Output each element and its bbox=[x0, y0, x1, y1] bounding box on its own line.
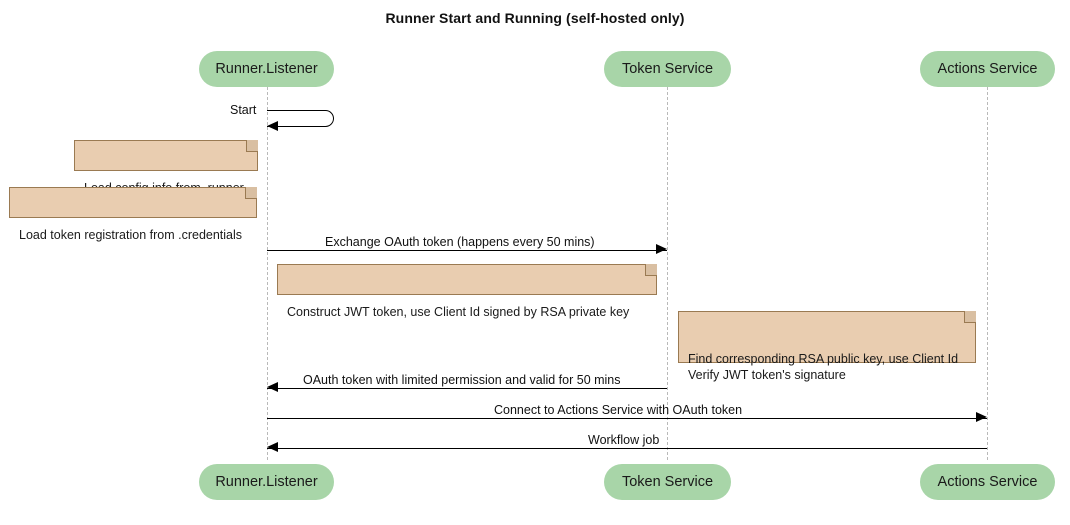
participant-token-top[interactable]: Token Service bbox=[604, 51, 731, 87]
participant-actions-top[interactable]: Actions Service bbox=[920, 51, 1055, 87]
participant-runner-bottom[interactable]: Runner.Listener bbox=[199, 464, 334, 500]
participant-actions-bottom[interactable]: Actions Service bbox=[920, 464, 1055, 500]
note-load-token-registration: Load token registration from .credential… bbox=[9, 187, 257, 242]
note-text: Construct JWT token, use Client Id signe… bbox=[287, 305, 630, 319]
arrowhead-workflow-job bbox=[267, 442, 278, 452]
lifeline-runner bbox=[267, 87, 268, 460]
participant-label: Token Service bbox=[621, 61, 714, 77]
participant-label: Runner.Listener bbox=[215, 61, 318, 77]
note-text: Find corresponding RSA public key, use C… bbox=[688, 352, 959, 382]
lifeline-token bbox=[667, 87, 668, 460]
message-label-workflow-job: Workflow job bbox=[588, 433, 660, 447]
arrowhead-connect-actions-service bbox=[976, 412, 987, 422]
message-line-exchange-oauth-token bbox=[267, 250, 667, 251]
arrowhead-start bbox=[267, 121, 278, 131]
lifeline-actions bbox=[987, 87, 988, 460]
message-line-workflow-job bbox=[267, 448, 987, 449]
diagram-title: Runner Start and Running (self-hosted on… bbox=[385, 10, 685, 26]
note-text: Load token registration from .credential… bbox=[19, 228, 243, 242]
message-label-start: Start bbox=[230, 103, 257, 117]
arrowhead-exchange-oauth-token bbox=[656, 244, 667, 254]
note-fold-icon bbox=[964, 311, 976, 323]
note-fold-icon bbox=[245, 187, 257, 199]
participant-runner-top[interactable]: Runner.Listener bbox=[199, 51, 334, 87]
message-label-oauth-token-returned: OAuth token with limited permission and … bbox=[303, 373, 621, 387]
message-self-loop-start bbox=[267, 110, 334, 127]
message-label-exchange-oauth-token: Exchange OAuth token (happens every 50 m… bbox=[325, 235, 595, 249]
participant-token-bottom[interactable]: Token Service bbox=[604, 464, 731, 500]
message-line-oauth-token-returned bbox=[267, 388, 667, 389]
note-construct-jwt-token: Construct JWT token, use Client Id signe… bbox=[277, 264, 657, 319]
message-label-connect-actions-service: Connect to Actions Service with OAuth to… bbox=[494, 403, 743, 417]
note-load-config: Load config info from .runner bbox=[74, 140, 258, 195]
note-fold-icon bbox=[645, 264, 657, 276]
participant-label: Actions Service bbox=[937, 61, 1038, 77]
arrowhead-oauth-token-returned bbox=[267, 382, 278, 392]
note-verify-jwt-signature: Find corresponding RSA public key, use C… bbox=[678, 311, 976, 382]
participant-label: Token Service bbox=[621, 474, 714, 490]
note-fold-icon bbox=[246, 140, 258, 152]
participant-label: Actions Service bbox=[937, 474, 1038, 490]
participant-label: Runner.Listener bbox=[215, 474, 318, 490]
message-line-connect-actions-service bbox=[267, 418, 987, 419]
